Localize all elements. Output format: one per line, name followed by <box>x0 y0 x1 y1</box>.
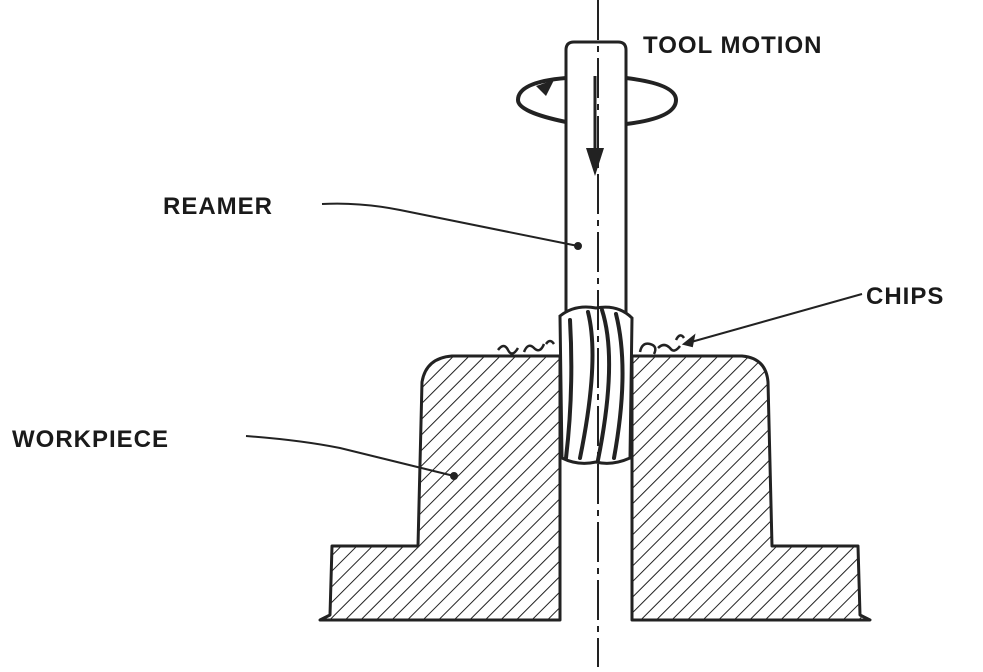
workpiece-left <box>318 354 562 622</box>
flute-lines <box>564 308 625 462</box>
chips-left <box>497 339 556 355</box>
workpiece-label: WORKPIECE <box>12 426 170 453</box>
leader-reamer <box>321 202 579 247</box>
leader-chips <box>683 293 863 345</box>
workpiece-right <box>630 354 872 622</box>
rotation-arrow <box>515 76 679 126</box>
chips-label: CHIPS <box>866 283 945 310</box>
reamer-shank <box>564 40 628 318</box>
reamer-flutes <box>558 305 634 465</box>
leader-lines <box>245 202 863 480</box>
chips-right <box>638 334 686 355</box>
reamer-label: REAMER <box>163 193 274 220</box>
tool-motion-label: TOOL MOTION <box>643 32 823 59</box>
feed-arrow <box>586 76 604 176</box>
leader-workpiece <box>245 435 455 477</box>
